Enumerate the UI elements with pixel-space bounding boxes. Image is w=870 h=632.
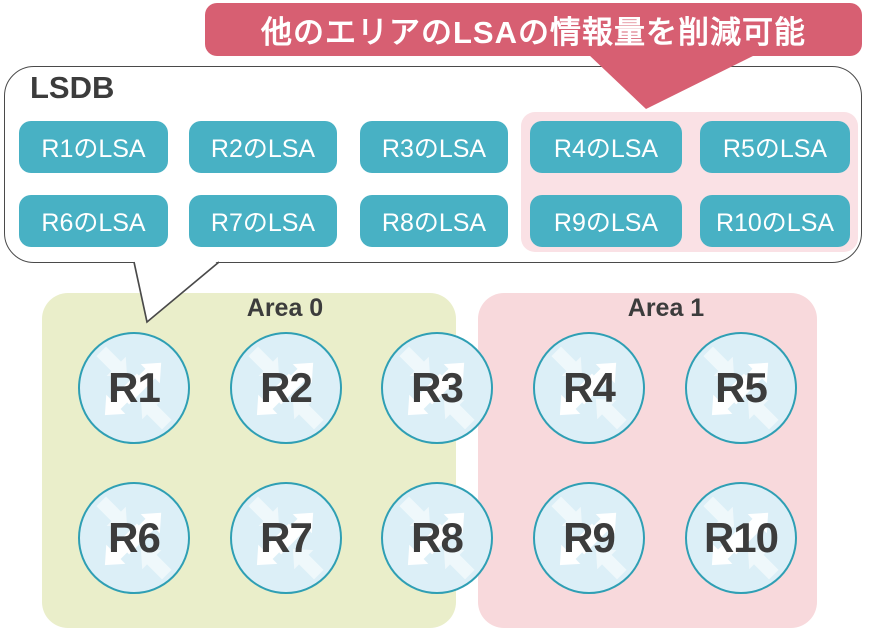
router-r8: R8 (381, 482, 493, 594)
router-label: R2 (260, 364, 313, 411)
lsa-box-r9: R9のLSA (530, 195, 682, 247)
lsa-box-r1: R1のLSA (19, 121, 168, 173)
router-label: R3 (411, 364, 464, 411)
router-r10: R10 (685, 482, 797, 594)
router-r2: R2 (230, 332, 342, 444)
router-label: R10 (703, 514, 779, 561)
router-label: R1 (108, 364, 161, 411)
router-r1: R1 (78, 332, 190, 444)
router-r3: R3 (381, 332, 493, 444)
lsa-box-r10: R10のLSA (700, 195, 850, 247)
router-label: R8 (411, 514, 464, 561)
router-r5: R5 (685, 332, 797, 444)
area-1-label: Area 1 (627, 294, 705, 322)
router-r9: R9 (533, 482, 645, 594)
lsa-box-r5: R5のLSA (700, 121, 850, 173)
lsdb-title: LSDB (30, 70, 115, 105)
router-label: R9 (563, 514, 616, 561)
lsa-box-r4: R4のLSA (530, 121, 682, 173)
callout-banner: 他のエリアのLSAの情報量を削減可能 (205, 3, 862, 56)
area-0-label: Area 0 (246, 294, 324, 322)
callout-banner-label: 他のエリアのLSAの情報量を削減可能 (261, 15, 806, 50)
router-r4: R4 (533, 332, 645, 444)
router-r6: R6 (78, 482, 190, 594)
callout-pointer-icon (588, 54, 757, 109)
lsa-box-r6: R6のLSA (19, 195, 168, 247)
lsdb-pointer-tail-icon (133, 260, 220, 324)
router-label: R4 (563, 364, 616, 411)
lsa-box-r3: R3のLSA (360, 121, 508, 173)
router-label: R5 (715, 364, 768, 411)
router-label: R7 (260, 514, 313, 561)
lsa-box-r8: R8のLSA (360, 195, 508, 247)
router-r7: R7 (230, 482, 342, 594)
lsa-box-r2: R2のLSA (189, 121, 337, 173)
router-label: R6 (108, 514, 161, 561)
lsa-box-r7: R7のLSA (189, 195, 337, 247)
